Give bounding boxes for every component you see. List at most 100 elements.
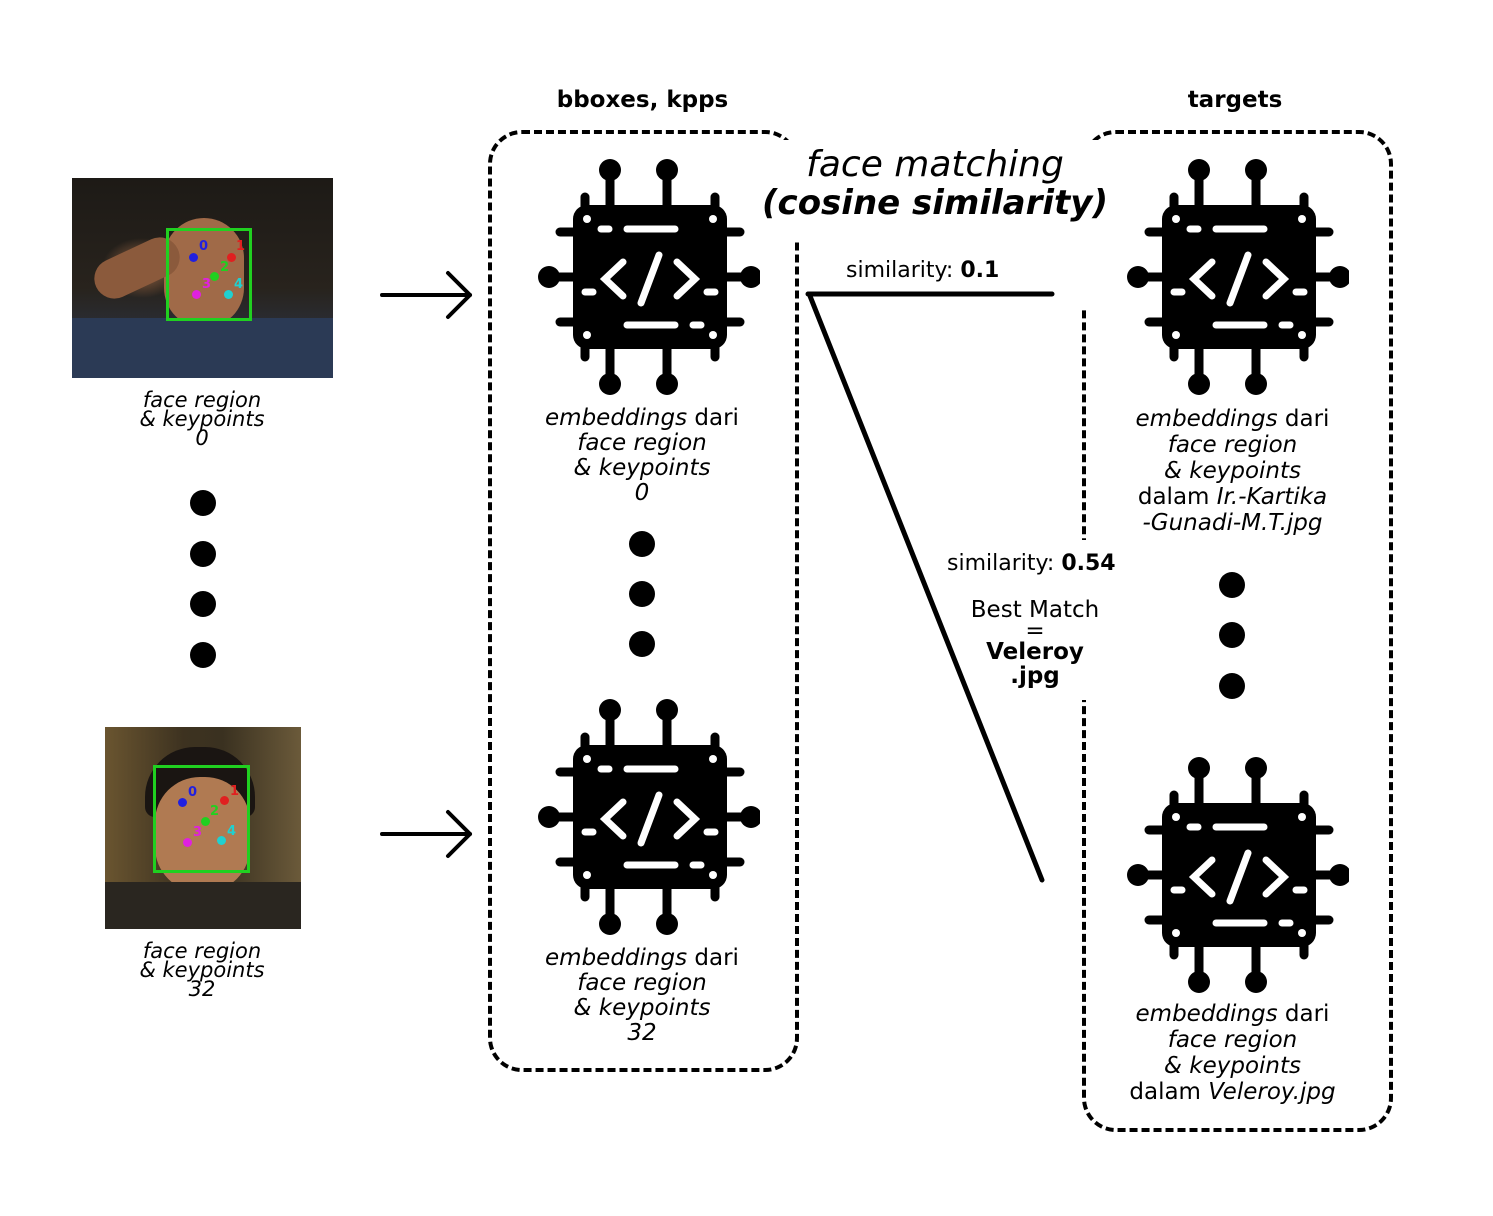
embedding-caption-0-line1: embeddings dari	[508, 406, 776, 431]
input-caption-0-line2: & keypoints	[139, 407, 265, 431]
keypoint-label-2: 2	[210, 804, 220, 819]
header-bboxes-kpps: bboxes, kpps	[556, 87, 729, 113]
similarity-lines	[805, 291, 1055, 883]
target-caption-veleroy-line1: embeddings dari	[1095, 1001, 1370, 1027]
keypoint-1	[220, 796, 229, 805]
keypoint-3	[192, 290, 201, 299]
ellipsis-dot	[1219, 673, 1245, 699]
input-caption-0-line1: face region	[142, 388, 262, 412]
face-matching-title: face matching (cosine similarity)	[750, 144, 1120, 223]
best-match-label: Best Match = Veleroy .jpg	[945, 598, 1125, 688]
best-match-equals: =	[1025, 618, 1045, 644]
dalam-word: dalam	[1137, 484, 1217, 510]
keypoint-2	[201, 817, 210, 826]
similarity-label-text: similarity:	[846, 258, 961, 283]
border-gap-best-match	[1070, 540, 1100, 700]
embedding-caption-0: embeddings dari face region & keypoints …	[508, 406, 776, 506]
border-gap-similarity	[1070, 240, 1100, 310]
input-caption-0-line3: 0	[195, 426, 209, 450]
ellipsis-dot	[190, 490, 216, 516]
ellipsis-dot	[629, 581, 655, 607]
input-caption-0: face region & keypoints 0	[102, 389, 302, 449]
keypoint-3	[183, 838, 192, 847]
embedding-caption-0-line2: face region	[577, 430, 707, 456]
face-bbox-0	[166, 228, 252, 321]
dari-word: dari	[687, 405, 739, 431]
embeddings-word: embeddings	[545, 945, 688, 971]
similarity-value: 0.54	[1061, 551, 1116, 576]
target-caption-kartika-line2: face region	[1167, 432, 1298, 458]
chip-icon	[1105, 157, 1349, 397]
keypoint-1	[227, 253, 236, 262]
chip-icon	[1105, 755, 1349, 995]
embedding-caption-0-line3: & keypoints	[573, 455, 711, 481]
keypoint-label-1: 1	[236, 239, 246, 254]
target-caption-veleroy-line3: & keypoints	[1164, 1053, 1301, 1079]
similarity-label-2: similarity: 0.54	[947, 551, 1116, 576]
target-filename-a: Ir.-Kartika	[1216, 484, 1328, 510]
border-gap-title	[770, 140, 1110, 240]
shirt-32	[105, 882, 301, 929]
embedding-caption-32: embeddings dari face region & keypoints …	[508, 946, 776, 1046]
embedding-caption-0-line4: 0	[634, 480, 650, 506]
similarity-label-text: similarity:	[947, 551, 1062, 576]
similarity-value: 0.1	[960, 258, 1000, 283]
target-filename-b: -Gunadi-M.T.jpg	[1142, 510, 1323, 536]
target-caption-kartika: embeddings dari face region & keypoints …	[1095, 406, 1370, 536]
face-skin-0	[164, 218, 244, 328]
target-caption-veleroy-line4: dalam Veleroy.jpg	[1095, 1079, 1370, 1105]
input-caption-32-line3: 32	[188, 977, 216, 1001]
keypoint-label-0: 0	[199, 239, 209, 254]
input-caption-32-line2: & keypoints	[139, 958, 265, 982]
similarity-label-1: similarity: 0.1	[846, 258, 999, 283]
embeddings-word: embeddings	[545, 405, 688, 431]
face-bbox-32	[153, 765, 250, 873]
target-caption-veleroy: embeddings dari face region & keypoints …	[1095, 1001, 1370, 1105]
ellipsis-dot	[190, 541, 216, 567]
arrow-input-32	[380, 810, 472, 858]
face-photo-0: 0 1 2 3 4	[72, 178, 333, 378]
shirt-0	[72, 318, 333, 378]
embeddings-group-box	[488, 130, 799, 1072]
best-match-title: Best Match	[970, 597, 1100, 623]
target-caption-kartika-line4: dalam Ir.-Kartika	[1095, 484, 1370, 510]
dari-word: dari	[687, 945, 739, 971]
keypoint-0	[178, 798, 187, 807]
ellipsis-dot	[190, 642, 216, 668]
target-caption-kartika-line1: embeddings dari	[1095, 406, 1370, 432]
keypoint-0	[189, 253, 198, 262]
dari-word: dari	[1277, 406, 1330, 432]
keypoint-4	[224, 290, 233, 299]
input-caption-32: face region & keypoints 32	[102, 940, 302, 1000]
ellipsis-dot	[1219, 572, 1245, 598]
dari-word: dari	[1277, 1001, 1330, 1027]
face-matching-line1: face matching	[806, 144, 1064, 185]
header-targets: targets	[1187, 87, 1283, 113]
face-matching-line2: (cosine similarity)	[762, 183, 1108, 223]
ellipsis-dot	[629, 631, 655, 657]
chip-icon	[516, 157, 760, 397]
chip-icon	[516, 697, 760, 937]
keypoint-label-0: 0	[188, 785, 198, 800]
best-match-name-2: .jpg	[1010, 663, 1060, 689]
ellipsis-dot	[190, 591, 216, 617]
keypoint-label-4: 4	[227, 824, 237, 839]
keypoint-label-4: 4	[234, 277, 244, 292]
target-filename-a: Veleroy.jpg	[1208, 1079, 1336, 1105]
face-photo-32: 0 1 2 3 4	[105, 727, 301, 929]
keypoint-label-1: 1	[230, 784, 240, 799]
embedding-caption-32-line3: & keypoints	[573, 995, 711, 1021]
ellipsis-dot	[1219, 622, 1245, 648]
embeddings-word: embeddings	[1135, 1001, 1278, 1027]
keypoint-2	[210, 272, 219, 281]
keypoint-label-2: 2	[220, 260, 230, 275]
embedding-caption-32-line2: face region	[577, 970, 707, 996]
embedding-caption-32-line1: embeddings dari	[508, 946, 776, 971]
best-match-name-1: Veleroy	[986, 639, 1084, 665]
target-caption-veleroy-line2: face region	[1167, 1027, 1298, 1053]
dalam-word: dalam	[1129, 1079, 1209, 1105]
embedding-caption-32-line4: 32	[627, 1020, 657, 1046]
input-caption-32-line1: face region	[142, 939, 262, 963]
target-caption-kartika-line3: & keypoints	[1164, 458, 1301, 484]
keypoint-label-3: 3	[193, 825, 203, 840]
